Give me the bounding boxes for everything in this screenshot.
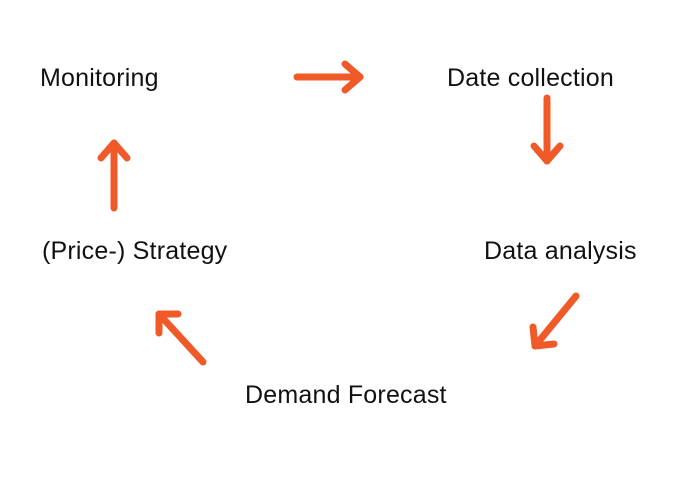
node-demand-forecast-label: Demand Forecast: [245, 381, 447, 409]
arrow-analysis-to-forecast: [529, 292, 580, 350]
node-monitoring-label: Monitoring: [40, 64, 159, 92]
arrow-monitoring-to-collection: [293, 60, 364, 94]
arrow-forecast-to-strategy: [155, 310, 207, 366]
node-date-collection-label: Date collection: [447, 64, 614, 92]
node-data-analysis-label: Data analysis: [484, 237, 637, 265]
arrow-collection-to-analysis: [530, 94, 564, 165]
node-price-strategy-label: (Price-) Strategy: [42, 237, 228, 265]
arrow-strategy-to-monitoring: [97, 139, 131, 212]
